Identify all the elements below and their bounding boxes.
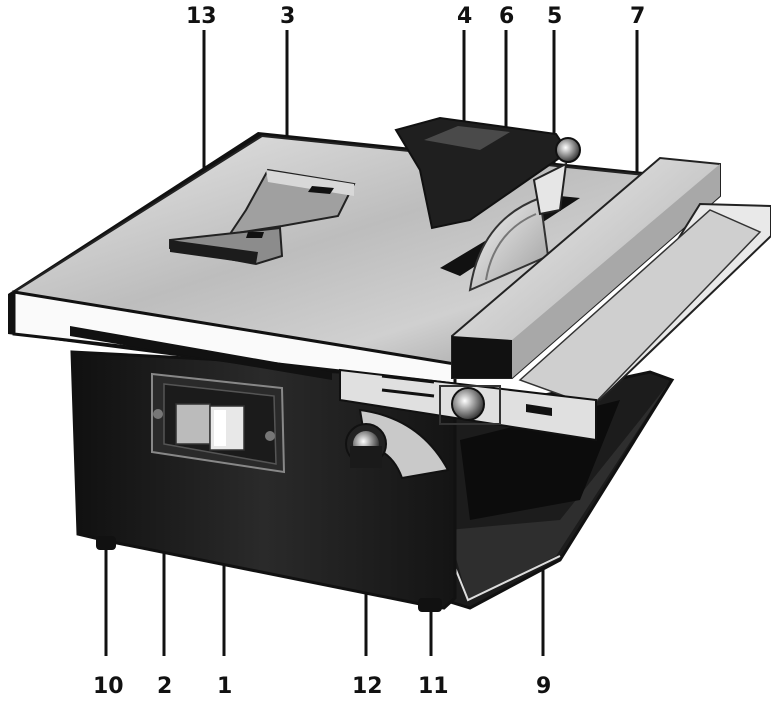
callout-label-6: 6 [499, 4, 515, 29]
callout-label-2: 2 [157, 674, 173, 699]
callout-label-5: 5 [547, 4, 563, 29]
callout-label-9: 9 [536, 674, 552, 699]
callout-label-12: 12 [352, 674, 383, 699]
water-tray [428, 370, 675, 610]
callout-label-7: 7 [630, 4, 646, 29]
mitre-guide [169, 168, 356, 266]
callout-label-1: 1 [217, 674, 233, 699]
motor-housing [70, 350, 457, 612]
callout-label-10: 10 [93, 674, 124, 699]
callout-label-3: 3 [280, 4, 296, 29]
callout-label-13: 13 [186, 4, 217, 29]
callout-label-4: 4 [457, 4, 473, 29]
riving-knife [532, 162, 568, 216]
tilt-knob [345, 423, 387, 468]
rip-fence [339, 156, 771, 442]
blade-guard [394, 116, 581, 230]
callout-label-11: 11 [418, 674, 449, 699]
